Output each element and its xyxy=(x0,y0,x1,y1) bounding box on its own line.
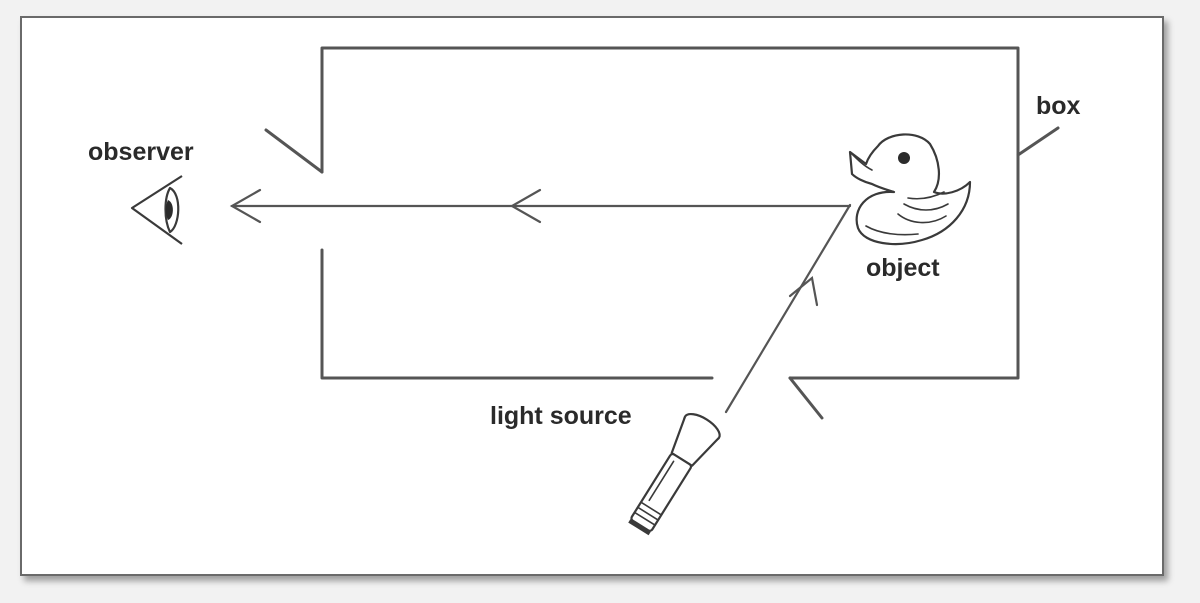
opening-flap-left xyxy=(264,128,324,174)
ray-arrow-end xyxy=(229,188,262,224)
diagram-frame xyxy=(20,16,1164,576)
rubber-duck-icon xyxy=(848,133,972,246)
light-source-label: light source xyxy=(490,402,632,430)
box-wall-top-left xyxy=(320,46,1020,380)
ray-arrow-middle xyxy=(509,188,542,224)
box-label-leader xyxy=(1016,126,1060,157)
ray-arrow-up xyxy=(788,275,819,307)
eye-icon xyxy=(130,175,183,245)
box-label: box xyxy=(1036,92,1081,120)
observer-label: observer xyxy=(88,138,194,166)
object-label: object xyxy=(866,254,940,282)
box-wall-bottom-left xyxy=(320,248,714,380)
flashlight-icon xyxy=(628,413,721,536)
box-outline xyxy=(264,46,1060,420)
ray-source-to-object xyxy=(724,203,852,414)
opening-flap-bottom xyxy=(788,376,824,420)
light-rays xyxy=(229,188,852,414)
